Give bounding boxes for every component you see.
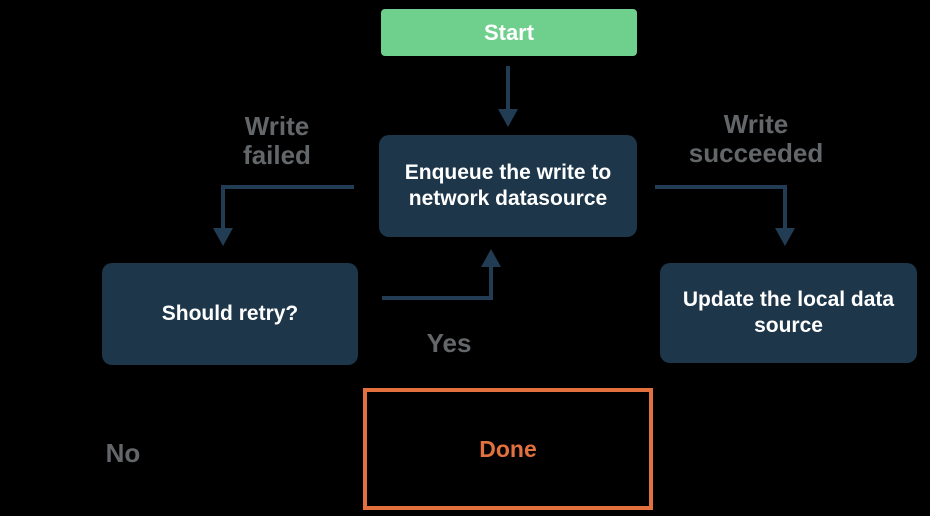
edge-label-write-failed: Write failed (243, 111, 311, 170)
edge-label-write-succeeded: Write succeeded (688, 109, 824, 168)
done-node: Done (363, 388, 653, 510)
arrow-line (382, 296, 493, 300)
enqueue-write-node: Enqueue the write to network datasource (379, 135, 637, 237)
arrow-line (506, 66, 510, 110)
start-node: Start (381, 9, 637, 56)
should-retry-node: Should retry? (102, 263, 358, 365)
arrowhead-up-icon (481, 249, 501, 267)
arrow-line (489, 267, 493, 300)
edge-label-yes: Yes (426, 328, 472, 358)
arrowhead-down-icon (775, 228, 795, 246)
arrow-line (655, 185, 787, 189)
arrow-line (223, 185, 354, 189)
arrowhead-down-icon (498, 109, 518, 127)
arrow-line (783, 185, 787, 228)
arrowhead-down-icon (213, 228, 233, 246)
arrow-line (221, 185, 225, 228)
update-local-data-node: Update the local data source (660, 263, 917, 363)
edge-label-no: No (105, 438, 141, 468)
